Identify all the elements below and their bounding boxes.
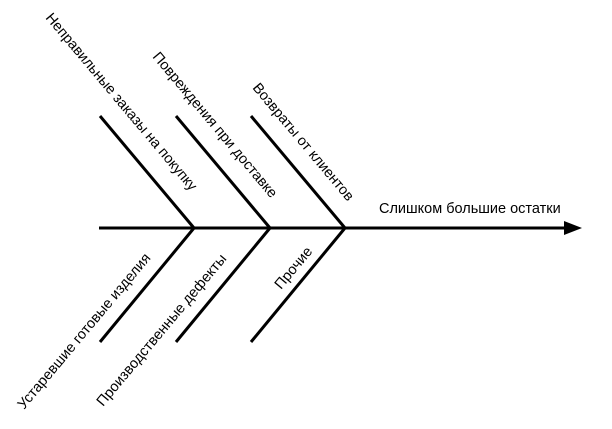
bottom-bone-3 [249,227,347,343]
cause-label-incorrect-purchase-orders: Неправильные заказы на покупку [42,10,200,194]
bottom-bone-2 [174,227,272,343]
bottom-bone-1 [98,227,196,343]
cause-label-other: Прочие [272,244,316,293]
cause-label-obsolete-finished-goods: Устаревшие готовые изделия [15,251,155,413]
effect-label: Слишком большие остатки [379,201,561,217]
top-bone-2 [174,115,272,229]
spine-arrowhead [564,221,582,235]
top-bone-1 [98,115,196,229]
cause-label-manufacturing-defects: Производственные дефекты [94,251,230,409]
top-bone-3 [249,115,347,229]
